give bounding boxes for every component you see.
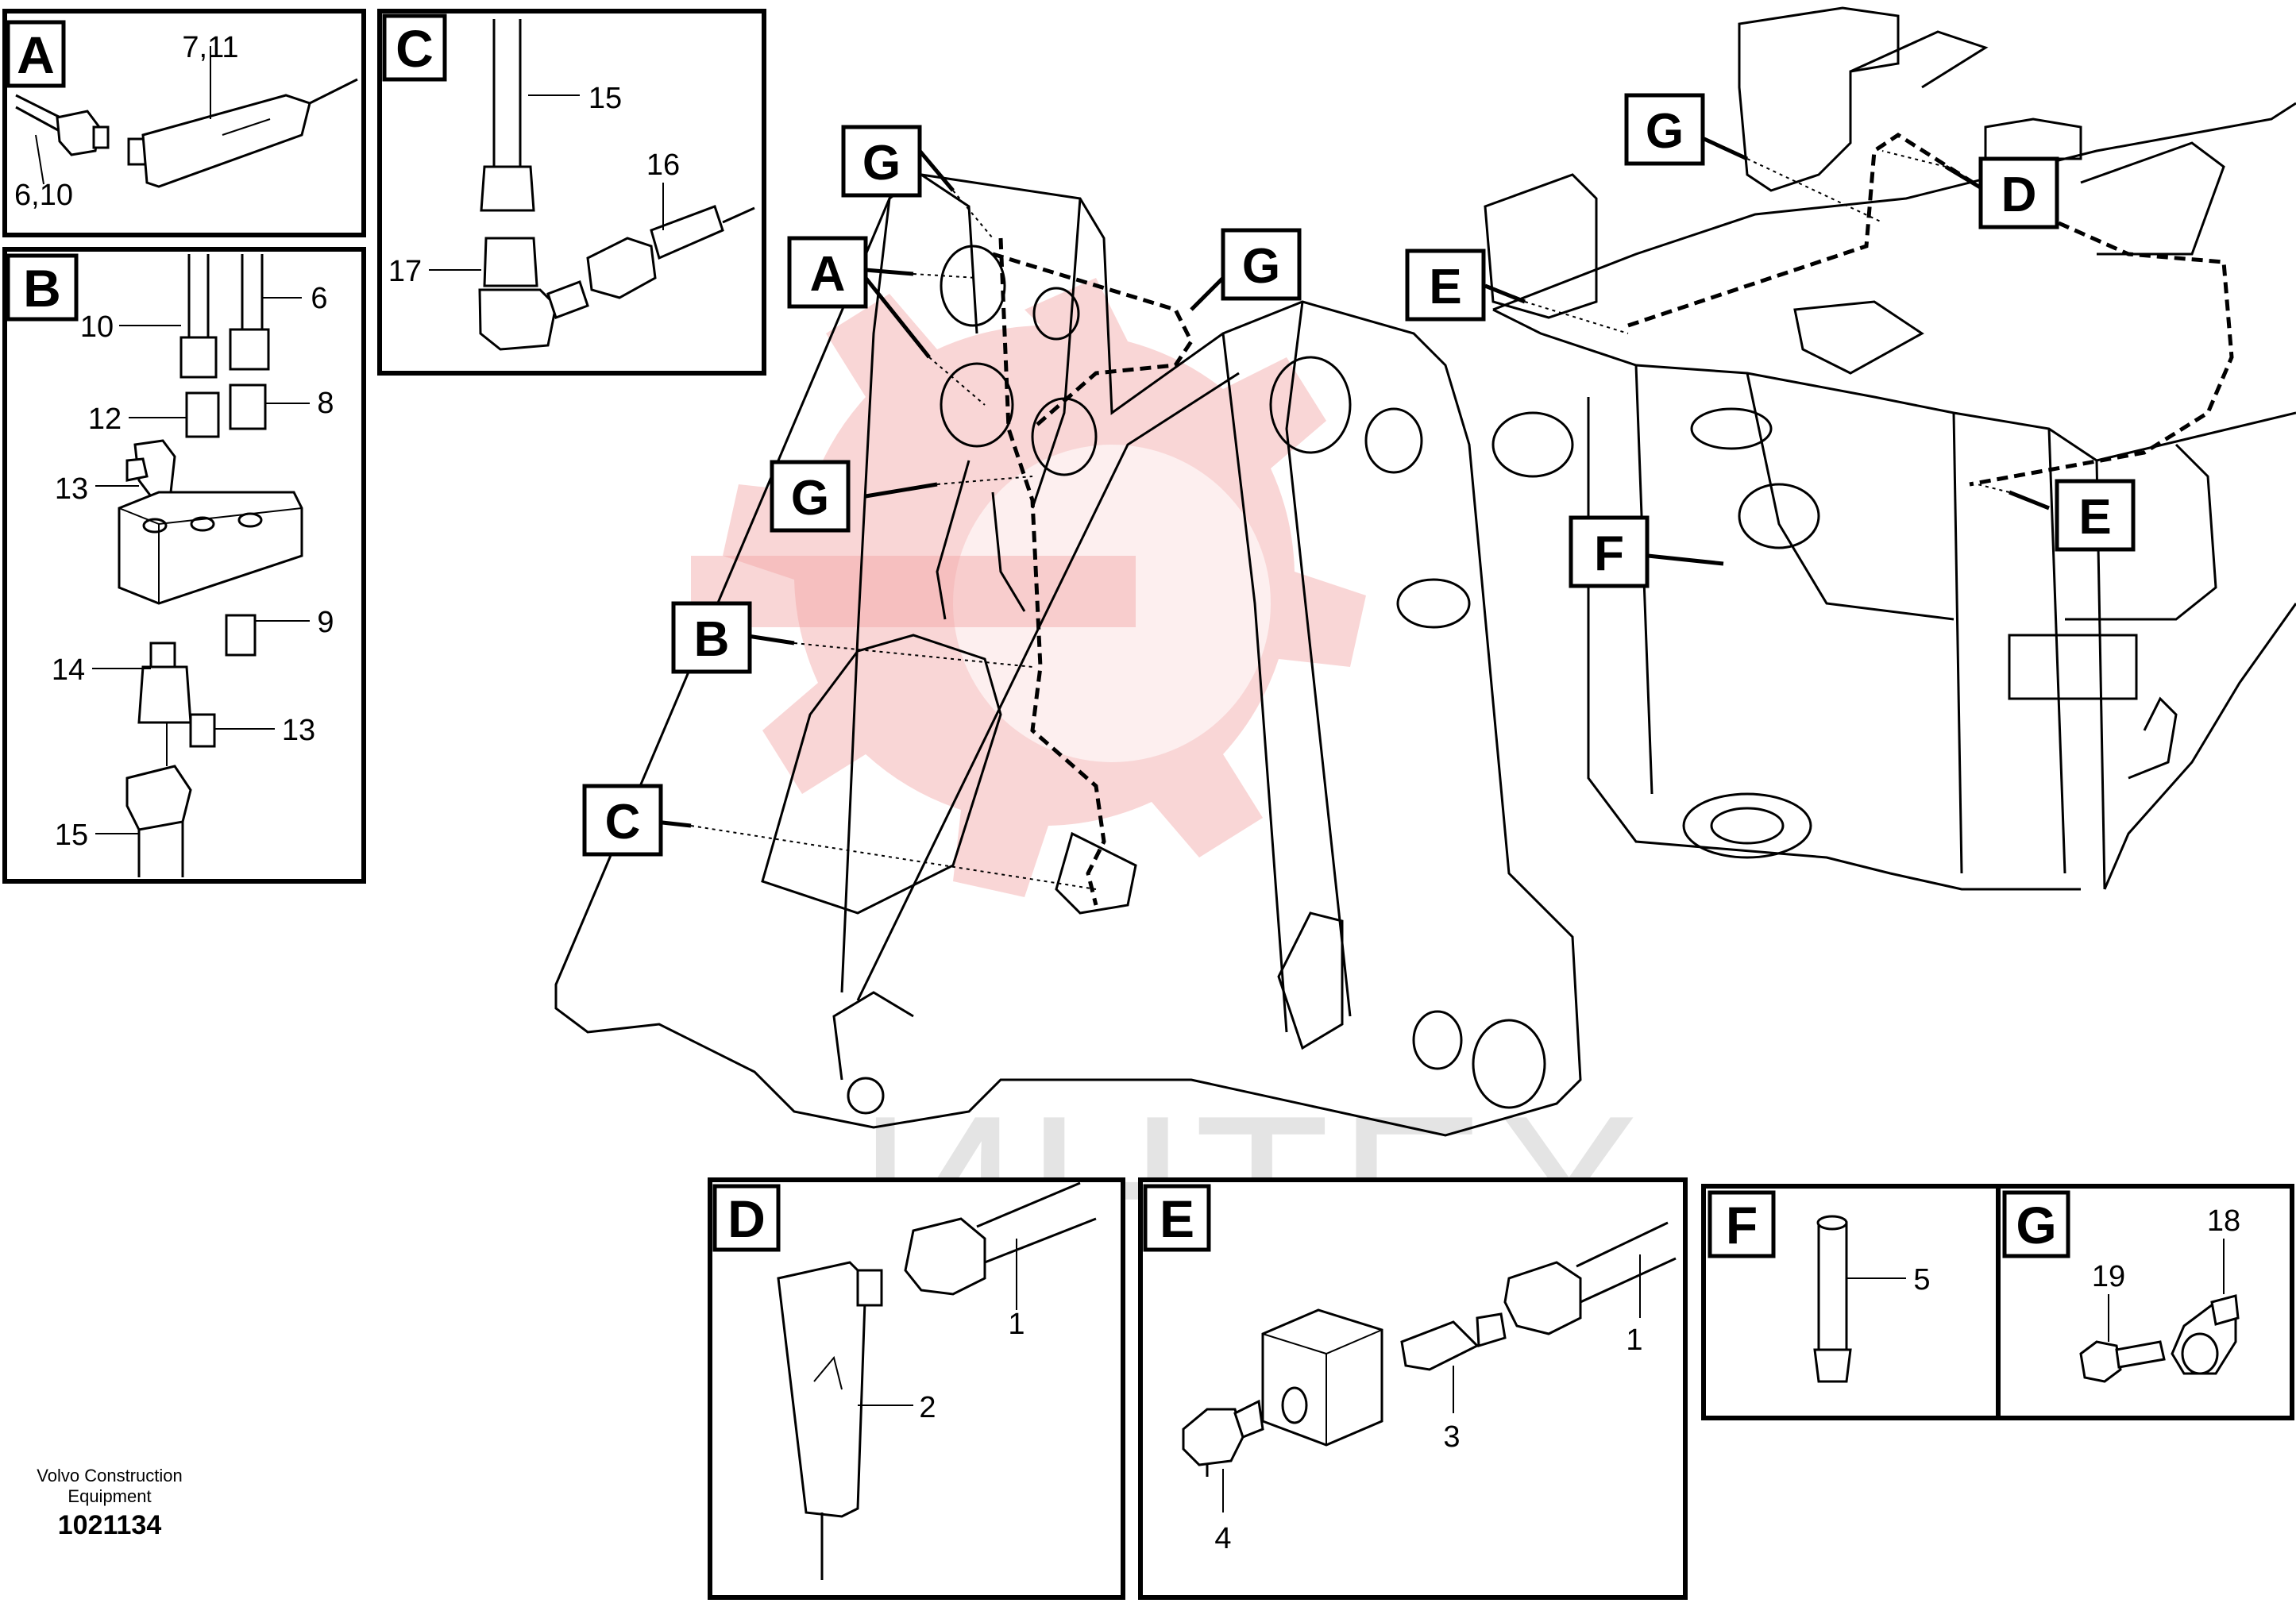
panel-e-label-4: 4 [1214,1522,1231,1555]
svg-text:A: A [810,247,846,302]
callout-d: D [1978,156,2059,229]
callout-g-1: G [841,125,922,198]
detail-panel-f: F 5 [1701,1184,2012,1420]
panel-g-letter: G [2016,1196,2056,1254]
callout-e-1: E [1405,249,1486,322]
svg-text:G: G [791,471,829,526]
panel-f-label-5: 5 [1913,1263,1930,1297]
panel-e-label-1: 1 [1626,1324,1642,1357]
callout-tags: G A G G B C G D [582,93,2136,857]
company-line-2: Equipment [68,1486,151,1506]
company-line-1: Volvo Construction [37,1466,182,1485]
svg-text:G: G [1646,104,1684,159]
lubrication-lines-main [992,237,1194,906]
detail-panel-c: C 15 16 17 [377,9,766,376]
detail-panel-g: G 18 19 [1996,1184,2294,1420]
callout-a: A [787,236,868,309]
panel-e-letter: E [1160,1189,1194,1248]
panel-b-label-13-a: 13 [55,472,88,506]
panel-c-letter: C [396,19,434,78]
lubrication-lines-rear [1627,133,2234,487]
panel-g-label-19: 19 [2092,1260,2125,1293]
panel-b-label-12: 12 [88,403,122,436]
callout-g-2: G [1221,228,1302,301]
panel-f-letter: F [1726,1196,1758,1254]
panel-b-label-15: 15 [55,819,88,852]
detail-panel-d: D 1 2 [708,1177,1125,1600]
detail-panel-b: B 10 6 12 8 13 9 14 13 1 [2,247,366,884]
callout-e-2: E [2055,479,2136,552]
svg-text:C: C [605,795,641,850]
panel-a-label-7-11: 7,11 [182,31,238,64]
callout-f: F [1569,515,1650,588]
callout-g-4: G [1624,93,1705,166]
panel-b-label-13-b: 13 [282,714,315,747]
panel-c-label-16: 16 [646,148,680,182]
svg-text:E: E [2078,490,2111,545]
brand-block: Volvo Construction Equipment 1021134 [37,1466,182,1540]
callout-b: B [671,601,752,674]
svg-text:D: D [2001,168,2037,222]
drawing-number: 1021134 [58,1510,162,1540]
panel-b-letter: B [23,259,61,318]
panel-c-label-17: 17 [388,255,422,288]
panel-d-letter: D [727,1189,766,1248]
rear-frame-drawing [1484,6,2296,891]
watermark-logo [691,278,1366,897]
callout-c: C [582,784,663,857]
detail-panel-e: E 1 3 4 [1138,1177,1688,1600]
detail-panel-a: A 7,11 6,10 [2,9,366,237]
svg-text:B: B [694,612,730,667]
panel-c-label-15: 15 [588,82,622,115]
panel-b-label-6: 6 [311,282,327,315]
callout-g-3: G [770,460,851,533]
panel-g-label-18: 18 [2207,1204,2240,1238]
panel-d-label-1: 1 [1008,1308,1025,1341]
panel-a-letter: A [17,25,55,84]
svg-text:F: F [1594,526,1624,581]
svg-text:E: E [1429,260,1461,314]
svg-text:G: G [1242,239,1280,294]
panel-e-label-3: 3 [1443,1420,1460,1454]
panel-b-label-9: 9 [317,606,334,639]
panel-b-label-14: 14 [52,653,85,687]
panel-b-label-8: 8 [317,387,334,420]
panel-a-label-6-10: 6,10 [14,179,73,212]
svg-text:G: G [862,136,901,191]
panel-d-label-2: 2 [919,1391,936,1424]
panel-b-label-10: 10 [80,310,114,344]
